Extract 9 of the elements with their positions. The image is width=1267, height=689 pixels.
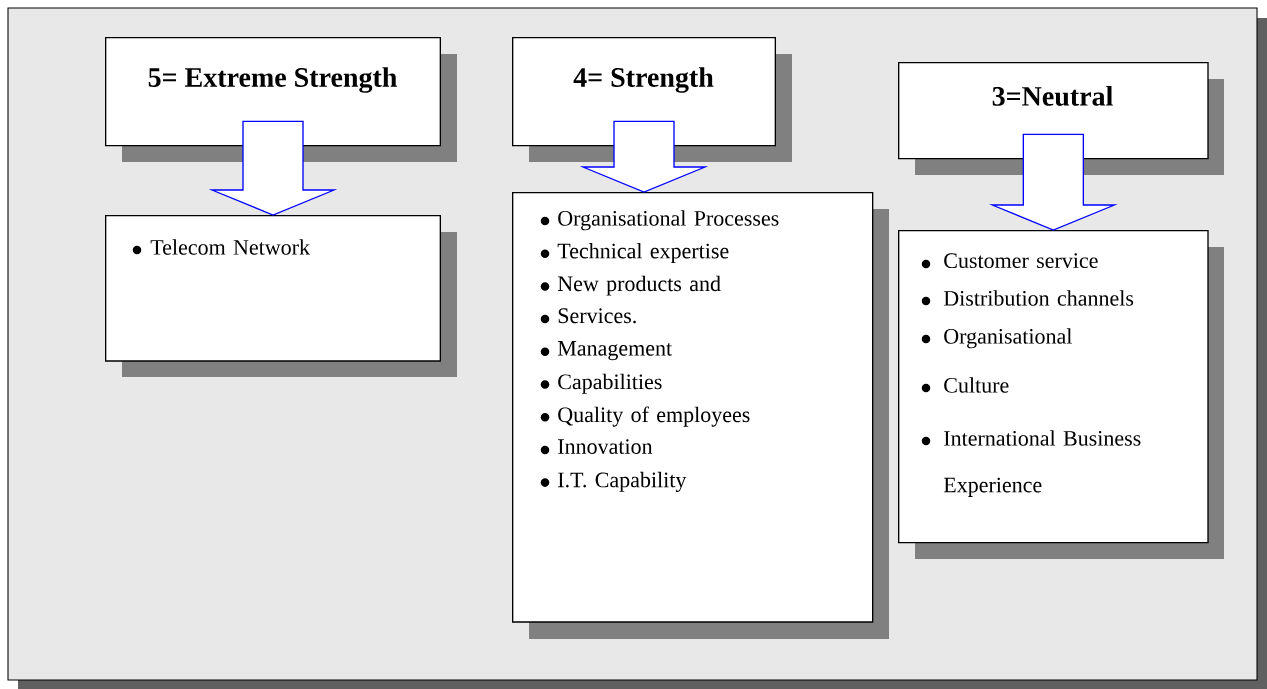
heading-box: 3=Neutral [898, 62, 1224, 175]
bullet-list-box: Telecom Network [105, 215, 457, 377]
block-arrow [579, 120, 709, 193]
heading-box: 4= Strength [512, 37, 792, 162]
heading-box: 5= Extreme Strength [105, 37, 457, 162]
bullet-list-box: Customer service Distribution channels Organisational Culture International Business Experience [898, 230, 1224, 559]
bullet-list-box: Organisational Processes Technical expertise New products and Services. Management Capabilities Quality of employees Innovation I.T. Capability [512, 192, 889, 639]
block-arrow [988, 133, 1118, 231]
block-arrow [208, 120, 338, 216]
